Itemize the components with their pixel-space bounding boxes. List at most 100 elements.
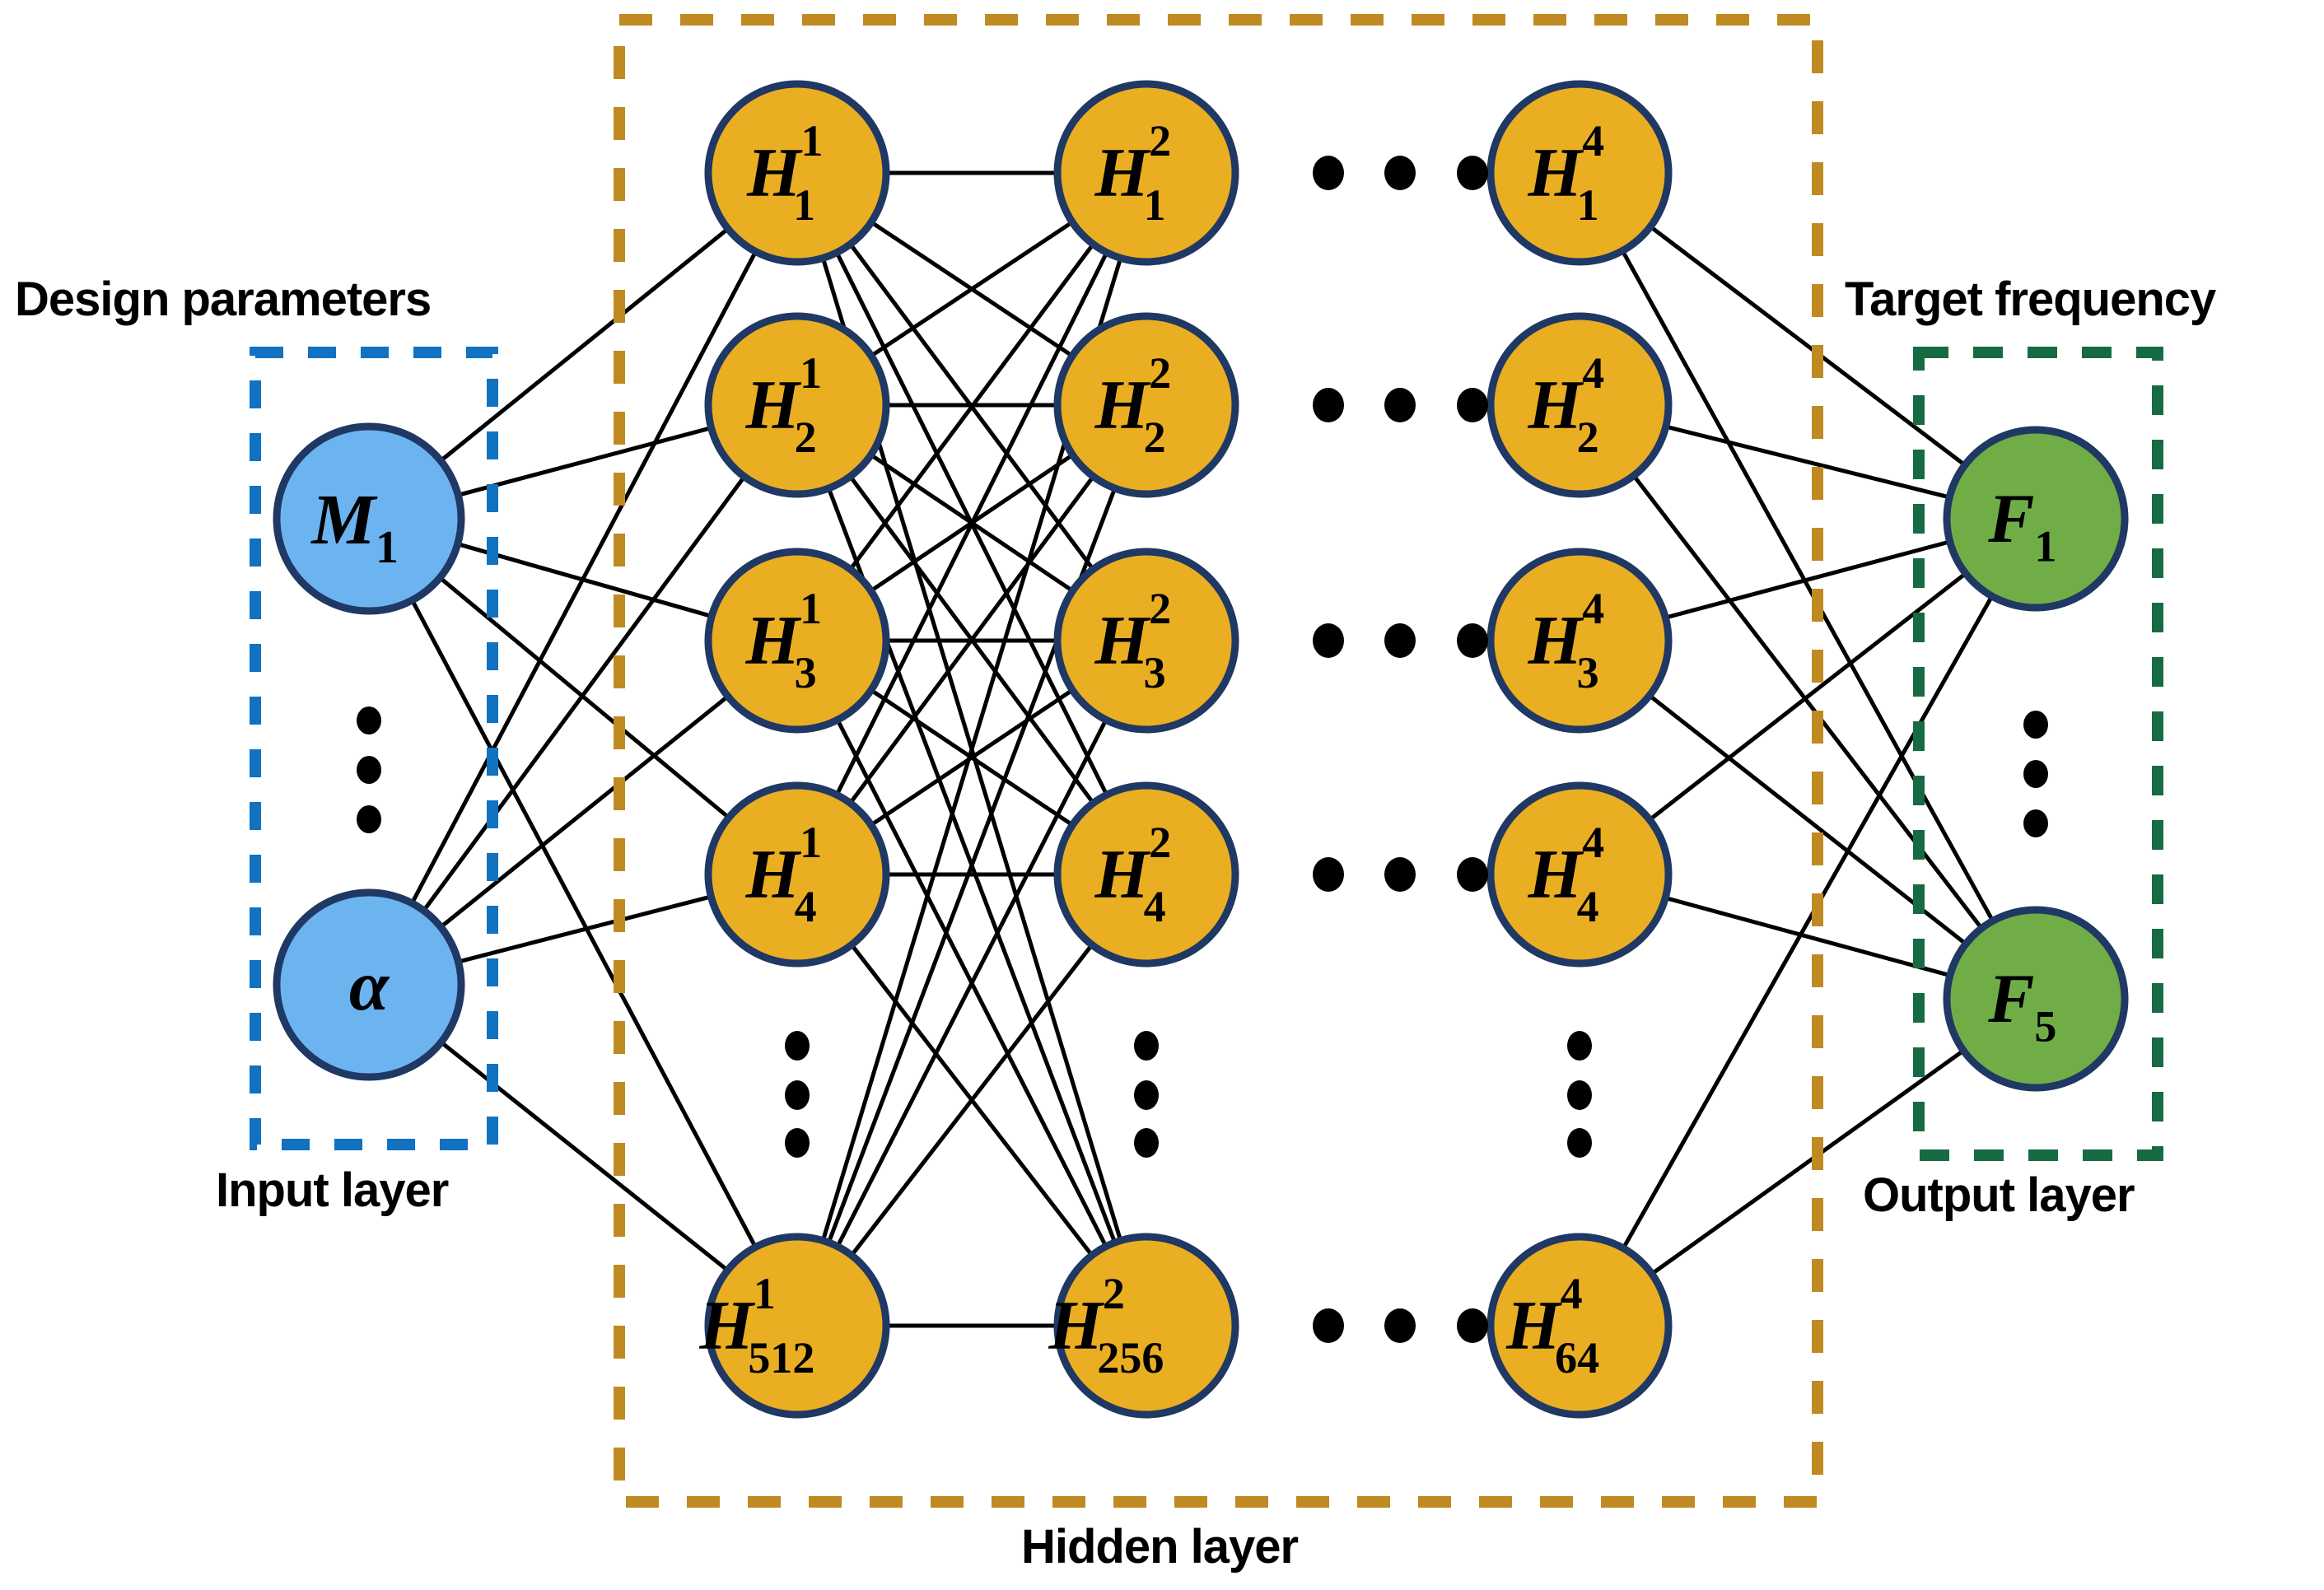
edge-hidden4-to-output — [1663, 895, 1953, 978]
input-vertical-ellipsis-dot — [357, 805, 381, 833]
edge-hidden4-to-output — [1631, 473, 1984, 930]
hidden-vertical-ellipsis-dot — [1567, 1031, 1592, 1061]
edge-hidden4-to-output — [1663, 539, 1953, 620]
edge-input-to-hidden1 — [409, 249, 758, 906]
input-vertical-ellipsis-dot — [357, 756, 381, 784]
edge-hidden1-to-hidden2 — [849, 942, 1094, 1258]
edge-input-to-hidden1 — [409, 598, 758, 1250]
hidden-horizontal-ellipsis-dot — [1384, 388, 1416, 422]
output-node-F1: F1 — [1943, 426, 2129, 612]
layer-boxes-group — [250, 14, 2163, 1508]
edge-hidden1-to-hidden2 — [835, 717, 1108, 1249]
edge-hidden1-to-hidden2 — [869, 220, 1075, 358]
edge-input-to-hidden1 — [455, 426, 714, 497]
edge-input-to-hidden1 — [422, 474, 747, 913]
output-vertical-ellipsis-dot — [2023, 809, 2048, 837]
hidden-vertical-ellipsis-dot — [785, 1080, 810, 1110]
node-label: M1 — [310, 479, 399, 573]
node-label: F1 — [1987, 481, 2056, 571]
edge-input-to-hidden1 — [438, 226, 730, 464]
hidden-horizontal-ellipsis-dot — [1457, 156, 1488, 190]
edge-hidden4-to-output — [1648, 224, 1967, 468]
output-vertical-ellipsis-dot — [2023, 760, 2048, 788]
hidden-horizontal-ellipsis-dot — [1457, 857, 1488, 892]
output-vertical-ellipsis-dot — [2023, 711, 2048, 739]
hidden-vertical-ellipsis-dot — [1567, 1128, 1592, 1158]
caption-target-frequency: Target frequency — [1845, 273, 2216, 326]
hidden-horizontal-ellipsis-dot — [1384, 1308, 1416, 1343]
caption-input-layer: Input layer — [216, 1163, 449, 1217]
hidden-horizontal-ellipsis-dot — [1457, 1308, 1488, 1343]
hidden-horizontal-ellipsis-dot — [1384, 156, 1416, 190]
edge-input-to-hidden1 — [439, 1040, 730, 1273]
input-layer-box — [250, 347, 498, 1150]
input-node-alpha: α — [273, 888, 465, 1081]
hidden-horizontal-ellipsis-dot — [1384, 857, 1416, 892]
node-label: α — [349, 945, 390, 1025]
edge-hidden1-to-hidden2 — [869, 688, 1075, 828]
hidden-vertical-ellipsis-dot — [1134, 1080, 1159, 1110]
hidden-horizontal-ellipsis-dot — [1384, 623, 1416, 658]
edge-hidden1-to-hidden2 — [834, 250, 1109, 797]
hidden-horizontal-ellipsis-dot — [1457, 623, 1488, 658]
edge-hidden1-to-hidden2 — [847, 474, 1096, 805]
hidden-vertical-ellipsis-dot — [1134, 1128, 1159, 1158]
caption-hidden-layer: Hidden layer — [1021, 1520, 1299, 1574]
input-node-M1: M1 — [273, 422, 465, 615]
hidden-horizontal-ellipsis-dot — [1313, 857, 1344, 892]
hidden-horizontal-ellipsis-dot — [1313, 623, 1344, 658]
output-layer-box — [1913, 347, 2163, 1161]
edge-hidden4-to-output — [1650, 1048, 1966, 1276]
hidden-vertical-ellipsis-dot — [785, 1031, 810, 1061]
hidden-vertical-ellipsis-dot — [1134, 1031, 1159, 1061]
edge-hidden4-to-output — [1621, 594, 1995, 1251]
edge-input-to-hidden1 — [437, 576, 731, 820]
output-node-F5: F5 — [1943, 906, 2129, 1092]
input-vertical-ellipsis-dot — [357, 706, 381, 734]
edge-input-to-hidden1 — [438, 694, 730, 930]
edge-hidden1-to-hidden2 — [848, 242, 1095, 571]
caption-design-parameters: Design parameters — [15, 273, 432, 326]
hidden-horizontal-ellipsis-dot — [1313, 156, 1344, 190]
hidden-horizontal-ellipsis-dot — [1457, 388, 1488, 422]
hidden-vertical-ellipsis-dot — [785, 1128, 810, 1158]
edge-hidden4-to-output — [1647, 571, 1968, 823]
edge-hidden4-to-output — [1664, 424, 1952, 500]
node-label: F5 — [1987, 961, 2056, 1051]
ellipsis-dots-group — [357, 156, 2048, 1343]
edge-hidden4-to-output — [1620, 249, 1995, 923]
